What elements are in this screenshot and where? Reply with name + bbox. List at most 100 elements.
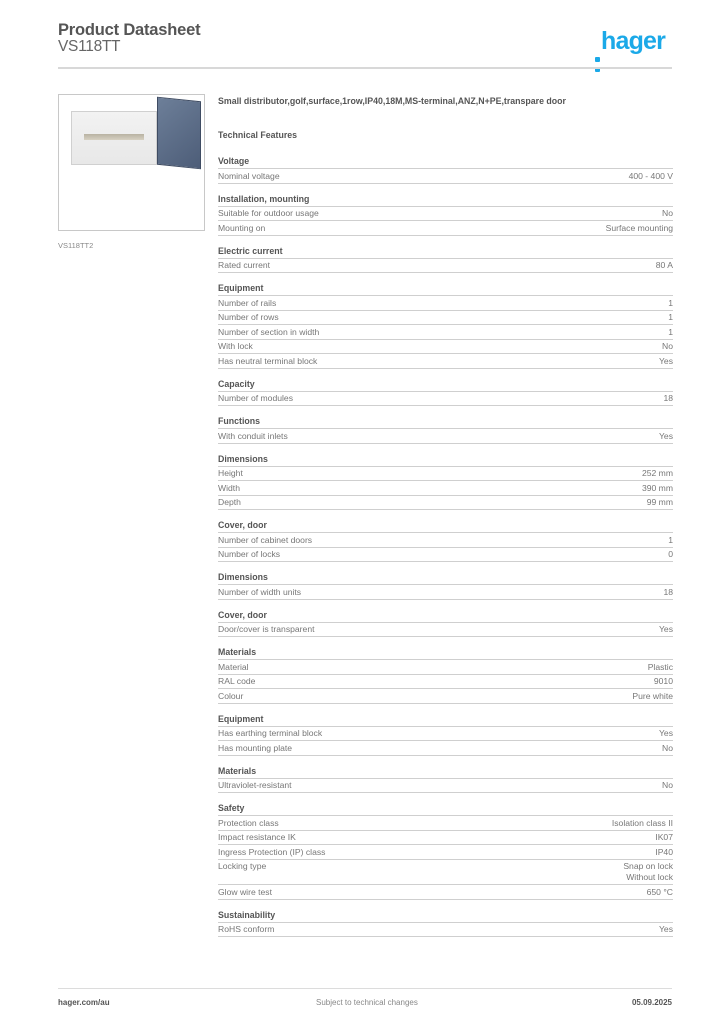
spec-label: Glow wire test — [218, 886, 272, 897]
spec-group-title: Materials — [218, 646, 673, 660]
spec-label: Number of section in width — [218, 326, 320, 337]
technical-features-heading: Technical Features — [218, 130, 298, 140]
product-description: Small distributor,golf,surface,1row,IP40… — [218, 96, 566, 106]
image-caption: VS118TT2 — [58, 241, 94, 250]
spec-group-title: Sustainability — [218, 909, 673, 923]
hager-logo: hager — [595, 26, 666, 72]
spec-label: With conduit inlets — [218, 430, 288, 441]
spec-row: RAL code 9010 — [218, 675, 673, 689]
product-code: VS118TT — [58, 38, 121, 55]
product-image — [58, 94, 205, 231]
spec-value: Isolation class II — [611, 817, 673, 828]
spec-label: Mounting on — [218, 222, 266, 233]
spec-group-title: Safety — [218, 802, 673, 816]
spec-group-title: Equipment — [218, 713, 673, 727]
spec-label: With lock — [218, 341, 253, 351]
spec-label: Number of cabinet doors — [218, 534, 313, 545]
spec-label: Impact resistance IK — [218, 832, 296, 842]
spec-group-title: Dimensions — [218, 571, 673, 585]
spec-value: 18 — [663, 586, 673, 597]
spec-row: Suitable for outdoor usage No — [218, 207, 673, 221]
footer-divider — [58, 988, 672, 989]
spec-row: Width 390 mm — [218, 481, 673, 496]
header-divider — [58, 67, 672, 69]
spec-label: RAL code — [218, 676, 256, 686]
spec-label: Number of rails — [218, 297, 277, 308]
spec-value: IP40 — [655, 846, 673, 857]
spec-value: Pure white — [632, 690, 673, 701]
spec-label: Has mounting plate — [218, 742, 293, 753]
spec-label: Has earthing terminal block — [218, 728, 323, 738]
spec-value: 9010 — [653, 676, 673, 686]
spec-value: Surface mounting — [605, 222, 673, 233]
spec-label: Protection class — [218, 817, 279, 828]
spec-value: 252 mm — [641, 468, 673, 478]
spec-value: No — [662, 208, 673, 218]
spec-row: With lock No — [218, 340, 673, 354]
transparent-door-icon — [157, 96, 201, 170]
spec-value: No — [662, 742, 673, 753]
spec-value: No — [662, 341, 673, 351]
spec-group-title: Voltage — [218, 155, 673, 169]
spec-value: Yes — [658, 624, 673, 634]
spec-label: Height — [218, 468, 243, 478]
spec-row: Mounting on Surface mounting — [218, 221, 673, 236]
spec-label: Ingress Protection (IP) class — [218, 846, 326, 857]
spec-value: 390 mm — [641, 482, 673, 493]
spec-value: 0 — [668, 549, 673, 559]
spec-value: Yes — [658, 430, 673, 441]
spec-label: Number of width units — [218, 586, 302, 597]
din-rail-icon — [84, 134, 144, 140]
spec-label: Door/cover is transparent — [218, 624, 315, 634]
footer-date: 05.09.2025 — [631, 998, 672, 1007]
spec-label: Suitable for outdoor usage — [218, 208, 319, 218]
spec-row: Number of cabinet doors 1 — [218, 533, 673, 548]
spec-label: Ultraviolet-resistant — [218, 780, 292, 790]
spec-row: Protection class Isolation class II — [218, 816, 673, 831]
spec-value: 1 — [668, 534, 673, 545]
spec-group-title: Dimensions — [218, 453, 673, 467]
spec-value: IK07 — [655, 832, 673, 842]
spec-label: Number of modules — [218, 393, 293, 403]
spec-row: With conduit inlets Yes — [218, 429, 673, 444]
cabinet-body-icon — [71, 111, 157, 165]
spec-value: 99 mm — [646, 497, 673, 507]
spec-group-title: Electric current — [218, 245, 673, 259]
spec-value: Plastic — [647, 661, 673, 672]
spec-label: Locking type — [218, 861, 267, 871]
spec-row: Number of width units 18 — [218, 585, 673, 600]
spec-label: Width — [218, 482, 240, 493]
spec-value: Snap on lock Without lock — [623, 861, 673, 882]
logo-text: hager — [601, 27, 666, 55]
spec-row: Door/cover is transparent Yes — [218, 623, 673, 637]
spec-label: Nominal voltage — [218, 170, 280, 181]
spec-row: Ingress Protection (IP) class IP40 — [218, 845, 673, 860]
spec-label: RoHS conform — [218, 924, 275, 934]
footer-website-link[interactable]: hager.com/au — [58, 998, 110, 1007]
footer-notice: Subject to technical changes — [316, 998, 418, 1007]
